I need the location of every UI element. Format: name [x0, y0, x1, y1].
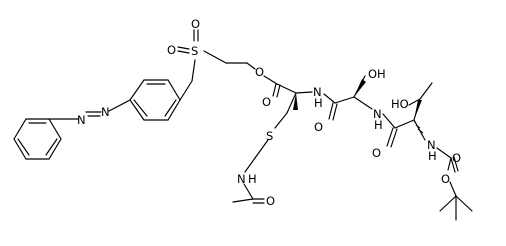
atom-label-amide1-n: N: [313, 85, 322, 99]
atom-label-ester-o: O: [255, 65, 264, 79]
atom-label-acetamide-n: N: [237, 172, 246, 186]
atom-label-boc-n: N: [427, 138, 436, 152]
atom-label-boc-h: H: [428, 149, 437, 163]
wedge-bond-thr-beta: [414, 100, 422, 120]
atom-label-acetamide-o: O: [266, 194, 275, 208]
wedge-bond-cys: [293, 93, 298, 110]
atom-label-sulfonyl-o-left: O: [167, 43, 176, 57]
atom-label-serine-oh: OH: [368, 67, 386, 81]
atom-label-thioether-s: S: [266, 129, 273, 143]
atom-label-amide2-h: H: [374, 118, 383, 132]
atom-label-sulfonyl-s: S: [191, 44, 198, 58]
atom-label-boc-ester-o: O: [441, 172, 450, 186]
atom-label-amide2-o: O: [372, 146, 381, 160]
atom-label-azo-n2: N: [101, 105, 110, 119]
atom-label-ester-carbonyl-o: O: [262, 95, 271, 109]
atom-label-amide1-h: H: [314, 96, 323, 110]
atom-label-acetamide-h: H: [248, 172, 257, 186]
atom-label-amide2-n: N: [373, 107, 382, 121]
bonds: [13, 29, 473, 221]
hash-bond-thr: [413, 120, 424, 134]
atom-label-azo-n1: N: [77, 113, 86, 127]
atom-label-amide1-o: O: [314, 120, 323, 134]
atom-label-boc-carbonyl-o: O: [452, 151, 461, 165]
atom-label-threonine-ho: HO: [391, 97, 409, 111]
atom-label-sulfonyl-o-top: O: [191, 17, 200, 31]
wedge-bond-ser: [354, 79, 366, 97]
